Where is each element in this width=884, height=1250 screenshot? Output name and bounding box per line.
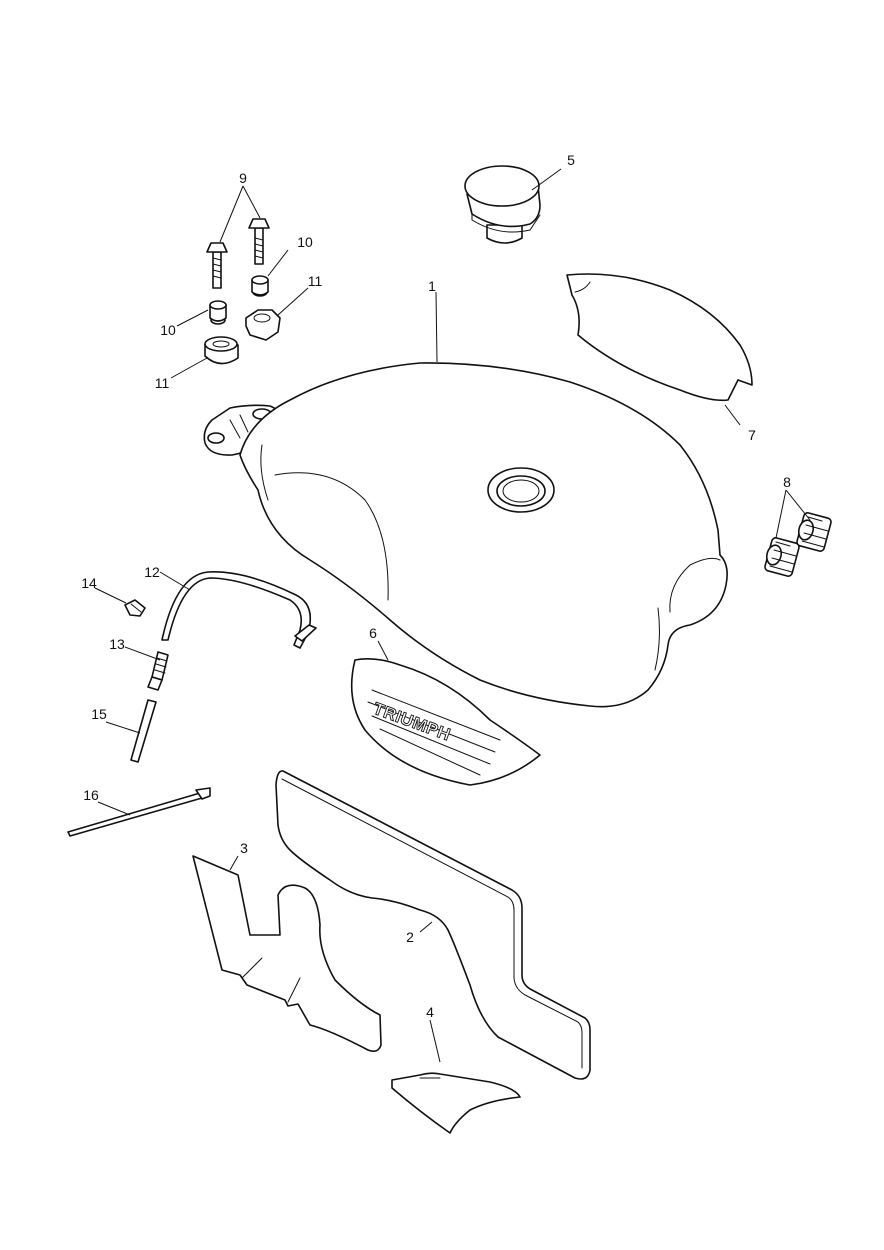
callout-12: 12 xyxy=(144,564,160,580)
callout-1: 1 xyxy=(428,278,436,294)
part-15-drain-tube xyxy=(130,699,157,763)
part-2-tank-pad xyxy=(275,770,591,1080)
part-4-small-pad xyxy=(391,1072,521,1134)
part-12-fuel-hose xyxy=(161,571,317,649)
callout-2: 2 xyxy=(406,929,414,945)
callout-10-lower: 10 xyxy=(160,322,176,338)
callouts: 1 2 3 4 5 6 7 8 9 10 10 11 11 12 13 14 1… xyxy=(81,152,791,1020)
leader-lines xyxy=(94,168,811,1063)
callout-14: 14 xyxy=(81,575,97,591)
part-1-fuel-tank xyxy=(203,362,728,708)
part-13-inline-filter xyxy=(147,651,169,691)
part-16-tie-strap xyxy=(67,787,211,837)
callout-3: 3 xyxy=(240,840,248,856)
part-10-spacers xyxy=(209,275,269,325)
part-5-filler-cap xyxy=(464,165,541,244)
part-14-clip xyxy=(124,599,146,617)
callout-15: 15 xyxy=(91,706,107,722)
callout-5: 5 xyxy=(567,152,575,168)
callout-4: 4 xyxy=(426,1004,434,1020)
part-7-knee-pad xyxy=(566,273,753,402)
part-6-tank-badge: TRIUMPH xyxy=(350,658,541,786)
part-9-bolts xyxy=(206,218,270,289)
callout-7: 7 xyxy=(748,427,756,443)
part-8-grommets xyxy=(764,512,832,577)
part-11-rubber-mounts xyxy=(204,309,281,365)
callout-11-lower: 11 xyxy=(155,375,170,391)
part-3-side-pad xyxy=(192,855,382,1052)
callout-16: 16 xyxy=(83,787,99,803)
callout-9: 9 xyxy=(239,170,247,186)
callout-13: 13 xyxy=(109,636,125,652)
callout-10-upper: 10 xyxy=(297,234,313,250)
callout-6: 6 xyxy=(369,625,377,641)
callout-8: 8 xyxy=(783,474,791,490)
callout-11-upper: 11 xyxy=(308,273,323,289)
